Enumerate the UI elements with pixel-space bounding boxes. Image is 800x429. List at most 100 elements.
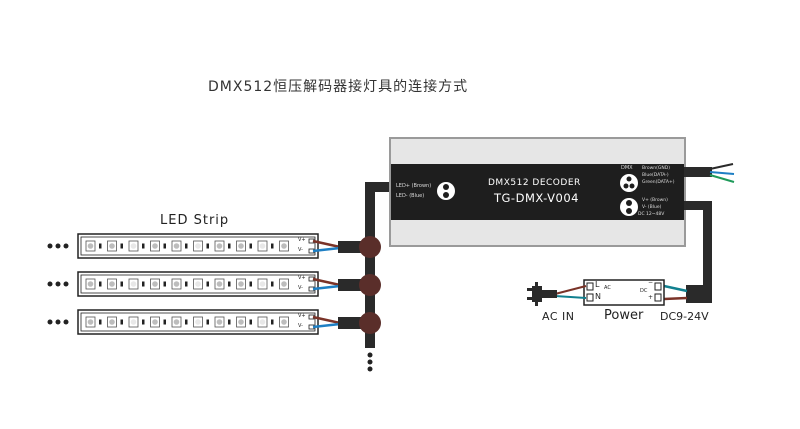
dmx-port-label: DMX [621, 165, 633, 171]
resistor-icon [249, 281, 252, 287]
led-strip [47, 309, 381, 335]
led-strip [47, 271, 381, 297]
wire-positive [312, 277, 341, 287]
power-terminal-dc: DC [640, 288, 648, 294]
led-strips [47, 233, 381, 335]
resistor-icon [185, 319, 188, 325]
led-chip-icon [257, 278, 268, 290]
resistor-icon [249, 319, 252, 325]
strip-terminal-minus-label: V- [298, 323, 303, 329]
resistor-icon [185, 281, 188, 287]
led-chip-icon [214, 278, 225, 290]
led-chip-icon [107, 316, 117, 328]
decoder-model: TG-DMX-V004 [494, 191, 579, 205]
resistor-icon [163, 281, 166, 287]
continuation-dots-icon [47, 319, 69, 325]
ac-in-label: AC IN [542, 310, 575, 323]
diagram-title: DMX512恒压解码器接灯具的连接方式 [208, 79, 469, 95]
power-terminal-ac: AC [604, 285, 611, 291]
led-chip-icon [107, 278, 117, 290]
resistor-icon [206, 281, 209, 287]
resistor-icon [271, 281, 274, 287]
led-chip-icon [279, 278, 289, 290]
led-chip-icon [257, 316, 268, 328]
led-strip-label: LED Strip [160, 213, 230, 228]
led-chip-icon [236, 240, 246, 252]
led-chip-icon [85, 316, 96, 328]
wire-positive [312, 239, 341, 249]
resistor-icon [142, 243, 145, 249]
dc-output-label: DC9-24V [660, 310, 709, 323]
resistor-icon [185, 243, 188, 249]
led-chip-icon [150, 278, 160, 290]
strip-terminal-minus-label: V- [298, 247, 303, 253]
led-chip-icon [171, 240, 182, 252]
led-chip-icon [257, 240, 268, 252]
led-chip-icon [107, 240, 117, 252]
led-chip-icon [150, 316, 160, 328]
dmx-wire-3: Green(DATA+) [642, 180, 675, 185]
main-cable [365, 182, 393, 348]
led-chip-icon [279, 240, 289, 252]
resistor-icon [271, 243, 274, 249]
led-chip-icon [171, 278, 182, 290]
continuation-dots-icon [47, 281, 69, 287]
dmx-port-icon [620, 174, 638, 192]
junction-node-icon [359, 236, 381, 258]
continuation-dots-icon [47, 243, 69, 249]
strip-terminal-plus-label: V+ [298, 313, 306, 319]
continuation-dots-icon [367, 352, 373, 372]
strip-terminal-plus-label: V+ [298, 237, 306, 243]
resistor-icon [249, 243, 252, 249]
led-chip-icon [279, 316, 289, 328]
wire-negative [312, 246, 341, 253]
power-input-port-icon [620, 198, 638, 216]
power-terminal-n: N [595, 292, 601, 301]
power-label: Power [604, 308, 644, 323]
power-port-line-3: DC 12~48V [638, 212, 665, 217]
resistor-icon [99, 243, 102, 249]
led-chip-icon [236, 316, 246, 328]
dmx-cable [684, 163, 735, 183]
led-chip-icon [193, 278, 203, 290]
led-output-port-icon [437, 182, 455, 200]
resistor-icon [271, 319, 274, 325]
led-port-label-minus: LED- (Blue) [396, 193, 425, 199]
wire-negative [312, 322, 341, 329]
power-port-line-1: V+ (Brown) [642, 198, 668, 203]
resistor-icon [163, 319, 166, 325]
power-supply [583, 279, 665, 306]
power-terminal-l: L [595, 280, 600, 289]
led-chip-icon [193, 240, 203, 252]
led-chip-icon [85, 240, 96, 252]
resistor-icon [206, 243, 209, 249]
dc-power-cable [663, 201, 712, 303]
led-chip-icon [171, 316, 182, 328]
resistor-icon [99, 281, 102, 287]
led-strip [47, 233, 381, 259]
resistor-icon [120, 319, 123, 325]
resistor-icon [228, 243, 231, 249]
led-chip-icon [128, 278, 139, 290]
junction-node-icon [359, 312, 381, 334]
resistor-icon [228, 281, 231, 287]
led-chip-icon [214, 240, 225, 252]
resistor-icon [120, 281, 123, 287]
led-port-label-plus: LED+ (Brown) [396, 183, 432, 189]
led-chip-icon [128, 316, 139, 328]
resistor-icon [142, 319, 145, 325]
wire-positive [312, 315, 341, 325]
power-terminal-plus: + [648, 294, 654, 301]
wire-negative [312, 284, 341, 291]
resistor-icon [120, 243, 123, 249]
strip-terminal-plus-label: V+ [298, 275, 306, 281]
dmx-wire-2: Blue(DATA-) [642, 173, 669, 178]
strip-terminal-minus-label: V- [298, 285, 303, 291]
resistor-icon [99, 319, 102, 325]
resistor-icon [228, 319, 231, 325]
power-terminal-minus: − [648, 279, 654, 286]
resistor-icon [163, 243, 166, 249]
led-chip-icon [150, 240, 160, 252]
led-chip-icon [236, 278, 246, 290]
